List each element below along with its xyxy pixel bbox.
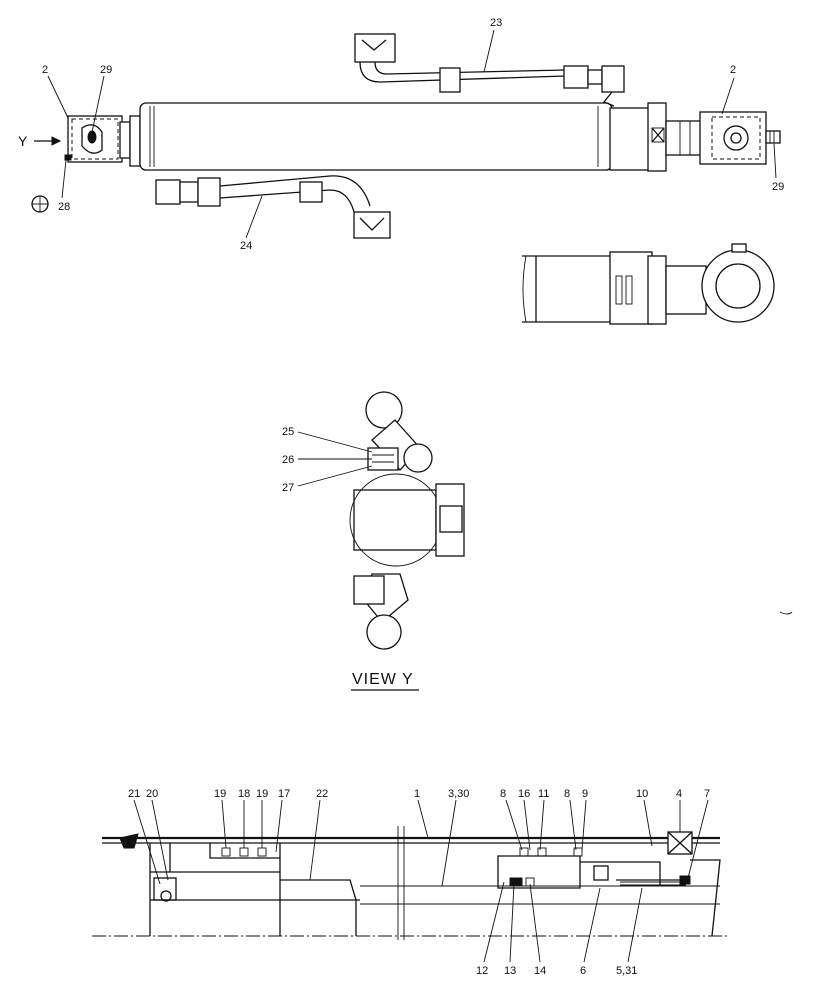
cylinder-barrel xyxy=(139,102,613,171)
callout-20: 20 xyxy=(146,788,158,800)
callout-17: 17 xyxy=(278,788,290,800)
callout-29-right: 29 xyxy=(772,181,784,193)
callout-25: 25 xyxy=(282,426,294,438)
callout-9: 9 xyxy=(582,788,588,800)
callout-4: 4 xyxy=(676,788,682,800)
callout-6: 6 xyxy=(580,965,586,977)
callout-8-b: 8 xyxy=(564,788,570,800)
cylinder-section-view xyxy=(92,826,728,940)
callout-28: 28 xyxy=(58,201,70,213)
callout-1: 1 xyxy=(414,788,420,800)
callout-12: 12 xyxy=(476,965,488,977)
callout-7: 7 xyxy=(704,788,710,800)
view-y-title: VIEW Y xyxy=(352,671,414,688)
right-clevis-end xyxy=(699,111,781,165)
callout-14: 14 xyxy=(534,965,546,977)
callout-24: 24 xyxy=(240,240,252,252)
callout-27: 27 xyxy=(282,482,294,494)
callout-10: 10 xyxy=(636,788,648,800)
grease-fitting-28-symbol xyxy=(31,195,49,213)
callout-11: 11 xyxy=(538,788,549,800)
callout-19-b: 19 xyxy=(256,788,268,800)
callout-5-31: 5,31 xyxy=(616,965,637,977)
callout-16: 16 xyxy=(518,788,530,800)
y-arrow-label: Y xyxy=(18,133,28,149)
callout-3-30: 3,30 xyxy=(448,788,469,800)
hose-23 xyxy=(354,33,625,107)
view-y: VIEW Y xyxy=(349,391,793,691)
callout-26: 26 xyxy=(282,454,294,466)
callouts: 2 29 28 23 2 29 24 25 26 27 21 20 19 18 … xyxy=(42,17,784,977)
callout-21: 21 xyxy=(128,788,140,800)
callout-2-left: 2 xyxy=(42,64,48,76)
hose-24 xyxy=(155,175,391,239)
callout-23: 23 xyxy=(490,17,502,29)
callout-19-a: 19 xyxy=(214,788,226,800)
cylinder-top-view: Y xyxy=(18,33,781,239)
callout-18: 18 xyxy=(238,788,250,800)
callout-13: 13 xyxy=(504,965,516,977)
rod-end-head xyxy=(609,102,703,172)
callout-29-left: 29 xyxy=(100,64,112,76)
view-y-arrow: Y xyxy=(18,133,62,149)
rod-end-eye-detail xyxy=(522,243,775,325)
callout-22: 22 xyxy=(316,788,328,800)
callout-2-right: 2 xyxy=(730,64,736,76)
callout-8-a: 8 xyxy=(500,788,506,800)
left-clevis-end xyxy=(64,115,141,167)
